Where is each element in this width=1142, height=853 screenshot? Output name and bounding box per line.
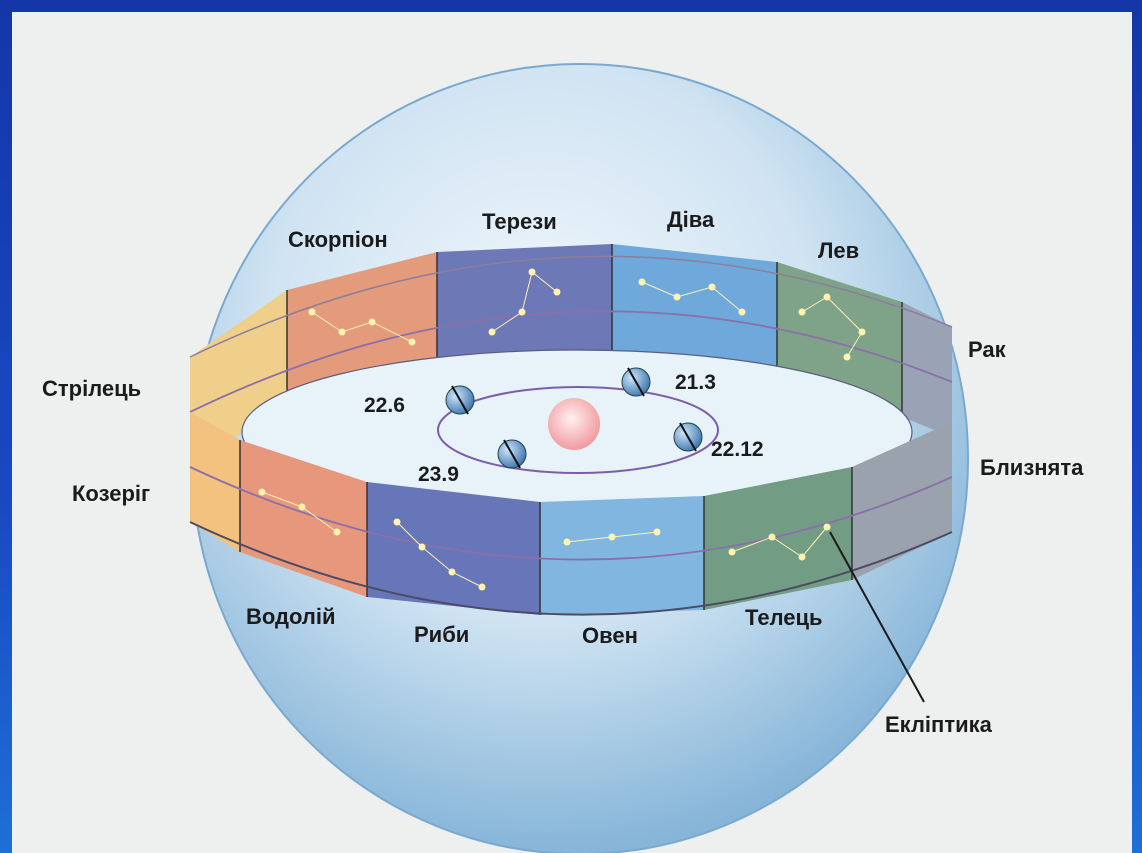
label-libra: Терези (482, 209, 557, 234)
label-pisces: Риби (414, 622, 469, 647)
band-panel-front-3 (367, 482, 540, 615)
label-gemini: Близнята (980, 455, 1084, 480)
band-panel-front-5 (704, 467, 852, 610)
label-ecliptic: Екліптика (885, 712, 993, 737)
earth-icon (621, 367, 651, 397)
band-panel-back-3 (437, 244, 612, 369)
band-panel-front-1 (190, 412, 240, 552)
band-panel-front-4 (540, 496, 704, 615)
label-sagittarius: Стрілець (42, 376, 141, 401)
label-aries: Овен (582, 623, 638, 648)
slide: Скорпіон Терези Діва Лев Стрілець Козері… (12, 12, 1132, 853)
band-bottom-edge (189, 521, 953, 616)
zodiac-band-front (189, 412, 953, 616)
ecliptic-pointer-line (829, 531, 925, 703)
sun (548, 398, 600, 450)
band-panel-back-1 (190, 290, 287, 466)
ecliptic-line-back (189, 310, 953, 413)
label-virgo: Діва (667, 207, 715, 232)
label-leo: Лев (818, 238, 859, 263)
date-label-march: 21.3 (675, 371, 716, 394)
earth-icon (445, 385, 475, 415)
band-top-edge (189, 255, 953, 358)
label-capricorn: Козеріг (72, 481, 150, 506)
label-scorpio: Скорпіон (288, 227, 388, 252)
band-panel-front-2 (240, 440, 367, 597)
date-label-september: 23.9 (418, 463, 459, 486)
ecliptic-line-front (189, 466, 953, 561)
date-label-december: 22.12 (711, 438, 764, 461)
earth-icon (497, 439, 527, 469)
band-panel-front-6 (852, 422, 952, 580)
earth-orbit (437, 386, 719, 474)
label-cancer: Рак (968, 337, 1007, 362)
band-panel-back-4 (612, 244, 777, 377)
celestial-sphere-diagram: Скорпіон Терези Діва Лев Стрілець Козері… (42, 63, 1084, 853)
label-taurus: Телець (745, 605, 823, 630)
constellation-stars (258, 268, 866, 591)
earth-icon (673, 422, 703, 452)
date-label-june: 22.6 (364, 394, 405, 417)
label-aquarius: Водолій (246, 604, 336, 629)
band-panel-back-6 (902, 302, 952, 437)
